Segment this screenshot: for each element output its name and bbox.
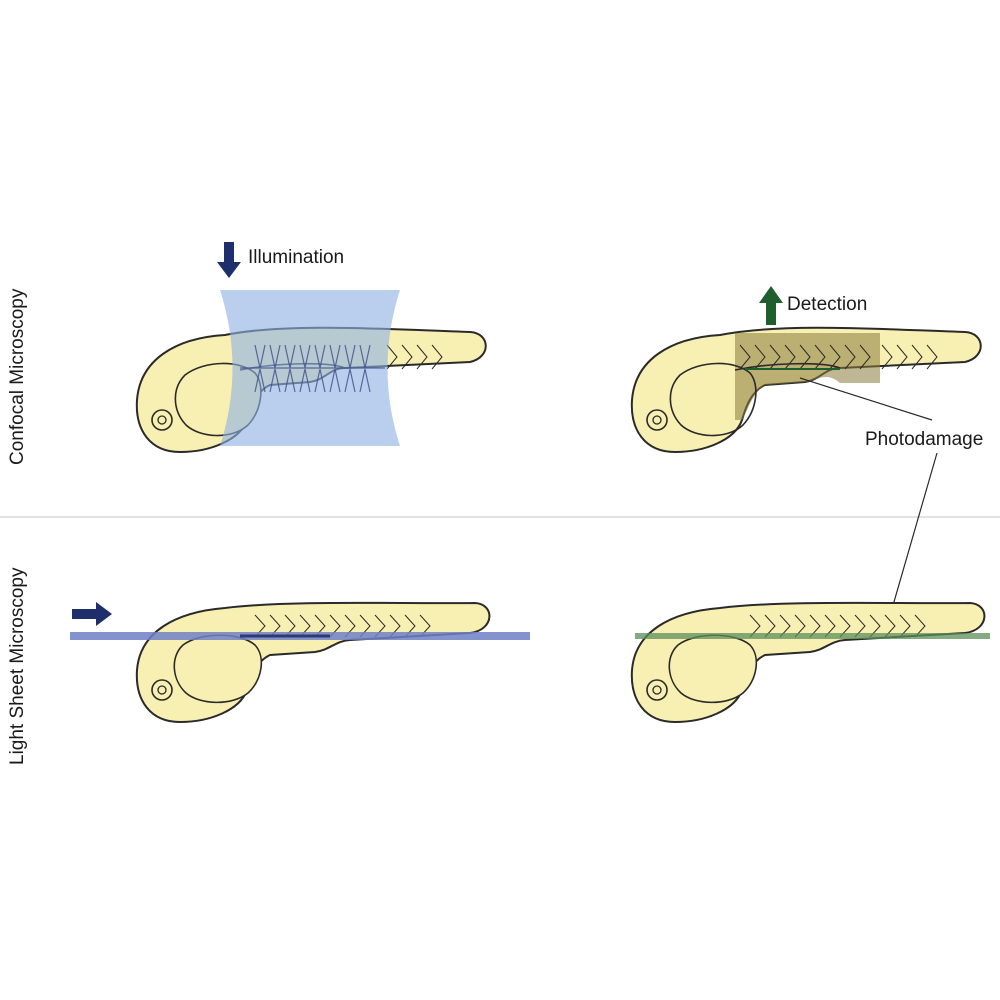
panel-light-sheet-illumination bbox=[70, 601, 530, 723]
light-sheet-detection-band bbox=[635, 633, 990, 639]
embryo bbox=[135, 326, 487, 453]
photodamage-leader-top bbox=[799, 377, 933, 421]
panel-light-sheet-detection bbox=[630, 601, 990, 723]
focus-spikes bbox=[240, 344, 385, 393]
row-label-confocal: Confocal Microscopy bbox=[7, 288, 28, 465]
detection-arrow bbox=[759, 286, 783, 325]
panel-confocal-illumination: Illumination bbox=[135, 242, 487, 453]
photodamage-region bbox=[735, 333, 880, 420]
embryo bbox=[630, 601, 986, 723]
light-sheet-arrow bbox=[72, 602, 112, 626]
panel-confocal-detection: Detection bbox=[630, 286, 982, 453]
illumination-label: Illumination bbox=[248, 247, 344, 268]
embryo bbox=[630, 326, 982, 453]
row-label-light-sheet: Light Sheet Microscopy bbox=[7, 567, 28, 765]
embryo bbox=[135, 601, 491, 723]
photodamage-label: Photodamage bbox=[865, 429, 983, 450]
illumination-arrow bbox=[217, 242, 241, 278]
detection-label: Detection bbox=[787, 294, 867, 315]
